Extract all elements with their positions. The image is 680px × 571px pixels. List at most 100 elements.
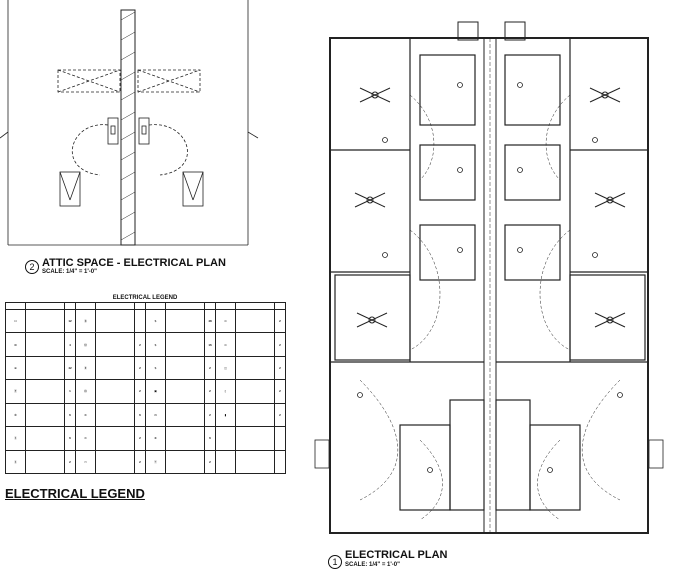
legend-header-cell [165,302,205,310]
legend-description [235,449,275,475]
legend-symbol-icon: ▯ [215,379,236,404]
legend-symbol-icon: ⊛ [75,402,96,428]
legend-description [95,402,135,428]
legend-description [235,426,275,451]
legend-description [25,355,65,381]
legend-description [25,426,65,451]
attic-plan-drawing [0,0,259,246]
legend-quantity: 2 [274,355,286,381]
main-plan-drawing [314,21,664,534]
legend-description [165,402,205,428]
legend-description [165,426,205,451]
legend-description [25,402,65,428]
legend-quantity: 1 [64,379,76,404]
legend-quantity: 2 [204,355,216,381]
legend-symbol-icon: Ⓣ [145,449,166,475]
legend-description [165,449,205,475]
legend-description [95,332,135,357]
legend-symbol-icon: ▭ [75,449,96,475]
legend-symbol-icon: Ⓡ [75,355,96,381]
legend-header-cell [95,302,135,310]
legend-quantity [134,308,146,334]
legend-heading: ELECTRICAL LEGEND [5,486,145,501]
legend-header-cell [5,302,26,310]
legend-quantity [274,426,286,451]
legend-quantity: 2 [134,355,146,381]
legend-quantity: 42 [64,355,76,381]
legend-description [165,308,205,334]
legend-description [165,379,205,404]
legend-symbol-icon: Ⓜ [75,379,96,404]
legend-quantity: 6 [204,426,216,451]
legend-description [235,402,275,428]
legend-symbol-icon: ◫ [215,355,236,381]
legend-symbol-icon: ⊜ [75,426,96,451]
legend-quantity: 2 [274,379,286,404]
legend-description [95,426,135,451]
legend-header-cell [134,302,146,310]
legend-header-cell [75,302,96,310]
legend-header-cell [64,302,76,310]
main-plan-title: ELECTRICAL PLAN [345,549,448,561]
attic-plan-number: 2 [25,260,39,274]
legend-symbol-icon: Ⓓ [75,308,96,334]
legend-description [95,379,135,404]
legend-quantity: 2 [274,308,286,334]
legend-description [235,308,275,334]
legend-header-cell [274,302,286,310]
legend-description [25,308,65,334]
legend-symbol-icon [215,426,236,451]
legend-quantity: 2 [274,402,286,428]
legend-symbol-icon [215,449,236,475]
legend-quantity: 2 [204,402,216,428]
legend-header-row [5,302,286,310]
main-plan-number: 1 [328,555,342,569]
legend-quantity [274,449,286,475]
legend-description [95,355,135,381]
legend-description [95,449,135,475]
legend-symbol-icon: Ⓟ [5,379,26,404]
legend-header-cell [145,302,166,310]
legend-description [25,449,65,475]
legend-quantity: 6 [134,402,146,428]
legend-quantity: 12 [64,308,76,334]
legend-symbol-icon: $ [145,332,166,357]
legend-description [95,308,135,334]
legend-header-cell [25,302,65,310]
legend-symbol-icon: ⊠ [5,332,26,357]
legend-symbol-icon: Ⓦ [75,332,96,357]
legend-quantity: 2 [64,449,76,475]
legend-description [235,332,275,357]
legend-quantity: 2 [134,379,146,404]
legend-description [235,379,275,404]
legend-description [25,332,65,357]
legend-symbol-icon: ◘ [145,402,166,428]
legend-symbol-icon: Ⓢ [5,449,26,475]
attic-plan-title: ATTIC SPACE - ELECTRICAL PLAN [42,257,226,269]
legend-symbol-icon: $ [145,355,166,381]
legend-description [25,379,65,404]
legend-quantity: 48 [204,308,216,334]
legend-symbol-icon: ▮ [215,402,236,428]
legend-symbol-icon: ⊕ [5,355,26,381]
legend-quantity: 2 [134,332,146,357]
legend-header-cell [204,302,216,310]
legend-symbol-icon: ⊙ [215,332,236,357]
legend-symbol-icon: ⊡ [5,308,26,334]
legend-quantity: 2 [274,332,286,357]
main-plan-scale: SCALE: 1/4" = 1'-0" [345,562,400,568]
legend-symbol-icon: ▣ [145,379,166,404]
legend-quantity: 6 [64,426,76,451]
legend-symbol-icon: ⊙ [215,308,236,334]
legend-description [235,355,275,381]
legend-symbol-icon: ✻ [5,402,26,428]
legend-row: ✻6⊛6◘2▮2 [5,402,286,428]
attic-plan-scale: SCALE: 1/4" = 1'-0" [42,269,97,275]
